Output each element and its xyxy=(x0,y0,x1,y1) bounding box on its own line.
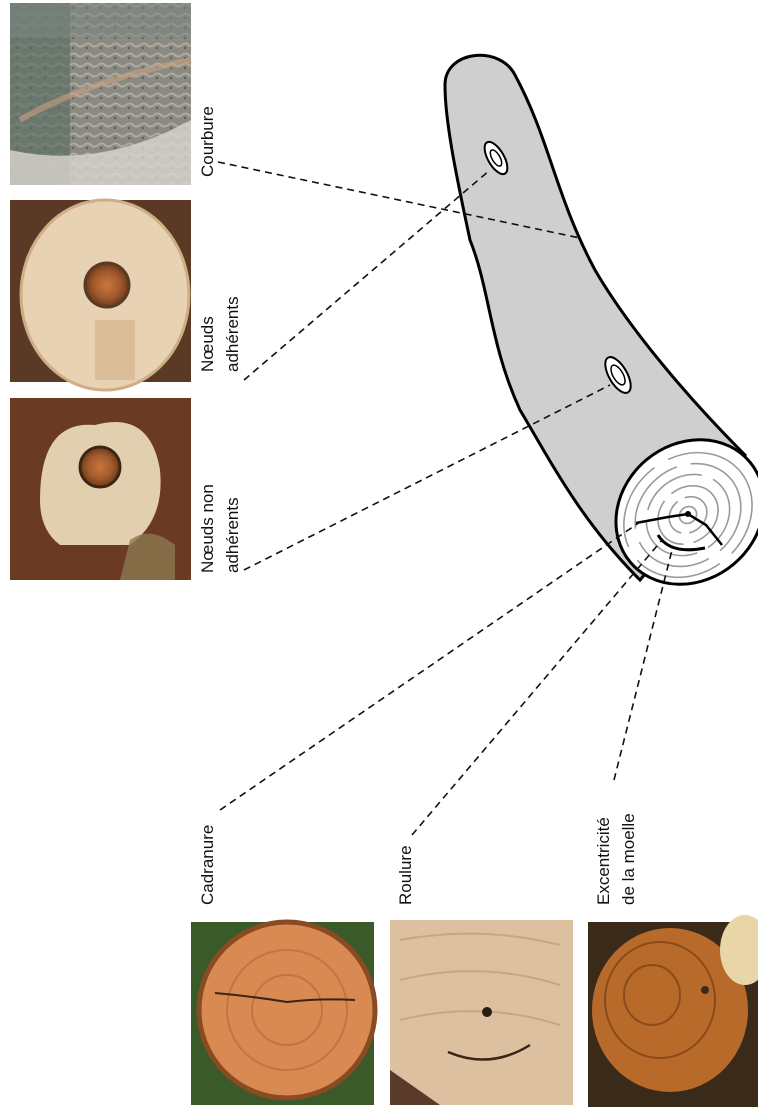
roulure-photo xyxy=(390,920,573,1105)
label-noeuds-non-adherents: Nœuds non adhérents xyxy=(198,484,242,573)
label-noeuds-adherents: Nœuds adhérents xyxy=(198,296,242,372)
leader-cadranure xyxy=(220,522,640,810)
svg-text:Nœuds non: Nœuds non xyxy=(198,484,217,573)
label-excentricite: Excentricité de la moelle xyxy=(594,813,638,905)
leader-roulure xyxy=(412,540,662,835)
adherent-knot-photo xyxy=(10,200,191,390)
svg-text:adhérents: adhérents xyxy=(223,497,242,573)
cadranure-photo xyxy=(191,922,375,1105)
svg-text:adhérents: adhérents xyxy=(223,296,242,372)
svg-text:Nœuds: Nœuds xyxy=(198,316,217,372)
label-roulure: Roulure xyxy=(396,845,415,905)
leader-noeuds-non-adherents xyxy=(244,385,610,570)
leader-noeuds-adherents xyxy=(244,170,490,380)
non-adherent-knot-photo xyxy=(10,398,191,580)
excentricite-photo xyxy=(588,915,758,1107)
svg-text:Excentricité: Excentricité xyxy=(594,817,613,905)
bark-photo xyxy=(10,3,191,185)
pith xyxy=(685,511,691,517)
log xyxy=(445,55,758,614)
svg-text:de la moelle: de la moelle xyxy=(619,813,638,905)
leader-excentricite xyxy=(614,550,672,780)
label-courbure: Courbure xyxy=(198,106,217,177)
label-cadranure: Cadranure xyxy=(198,825,217,905)
